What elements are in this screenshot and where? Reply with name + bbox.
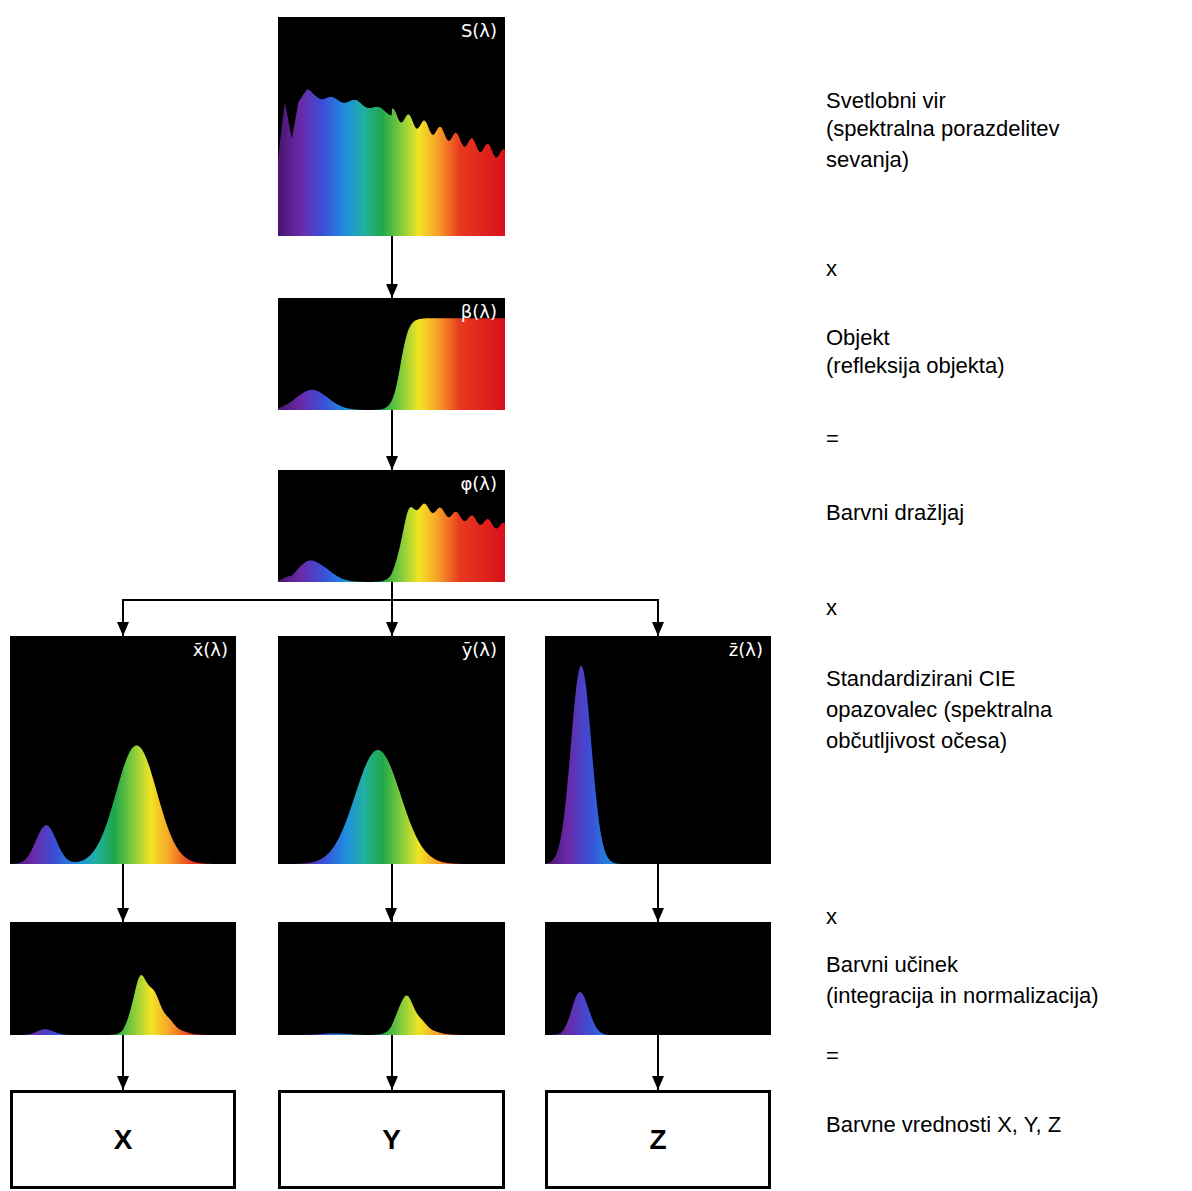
spectrum-panel bbox=[278, 922, 505, 1035]
spectrum-curve bbox=[545, 992, 771, 1035]
arrow-head bbox=[117, 908, 129, 922]
step-description: = bbox=[826, 423, 1126, 454]
spectrum-panel-node: S(λ) bbox=[278, 17, 505, 236]
function-label: ȳ(λ) bbox=[462, 639, 497, 661]
step-description: Objekt bbox=[826, 322, 1126, 353]
panel-ground bbox=[278, 17, 505, 236]
spectrum-curve bbox=[278, 89, 505, 236]
arrow-head bbox=[652, 908, 664, 922]
arrow-head bbox=[385, 908, 397, 922]
panel-ground bbox=[545, 636, 771, 864]
flow-arrow bbox=[391, 236, 393, 298]
value-name: X bbox=[114, 1124, 133, 1156]
spectrum-curve bbox=[545, 666, 771, 864]
value-box: X bbox=[10, 1090, 236, 1189]
step-description: Barvni dražljaj bbox=[826, 497, 1126, 528]
panel-ground bbox=[278, 470, 505, 582]
flow-arrow bbox=[123, 582, 392, 636]
value-name: Y bbox=[382, 1124, 401, 1156]
function-label: φ(λ) bbox=[460, 473, 497, 495]
panel-ground bbox=[278, 922, 505, 1035]
function-label: x̄(λ) bbox=[193, 639, 228, 661]
spectrum-panel bbox=[545, 636, 771, 864]
spectrum-curve bbox=[278, 318, 505, 410]
panel-ground bbox=[10, 922, 236, 1035]
step-description: = bbox=[826, 1040, 1126, 1071]
spectrum-panel bbox=[10, 636, 236, 864]
step-description: Barvne vrednosti X, Y, Z bbox=[826, 1109, 1186, 1140]
spectrum-panel bbox=[545, 922, 771, 1035]
spectrum-panel bbox=[10, 922, 236, 1035]
value-name: Z bbox=[649, 1124, 666, 1156]
function-label: β(λ) bbox=[461, 301, 497, 323]
step-description: (refleksija objekta) bbox=[826, 350, 1126, 381]
function-label: S(λ) bbox=[461, 20, 497, 42]
spectrum-panel-node: ȳ(λ) bbox=[278, 636, 505, 864]
spectrum-curve bbox=[278, 504, 505, 582]
spectrum-panel bbox=[278, 17, 505, 236]
step-description: Standardizirani CIE opazovalec (spektral… bbox=[826, 663, 1126, 756]
panel-ground bbox=[278, 636, 505, 864]
step-description: (spektralna porazdelitev sevanja) bbox=[826, 113, 1126, 175]
spectrum-panel-node: x̄(λ) bbox=[10, 636, 236, 864]
step-description: x bbox=[826, 253, 1126, 284]
panel-ground bbox=[10, 636, 236, 864]
spectrum-curve bbox=[10, 745, 236, 864]
spectrum-panel bbox=[278, 470, 505, 582]
panel-ground bbox=[278, 298, 505, 410]
flow-arrow bbox=[391, 410, 393, 470]
function-label: z̄(λ) bbox=[729, 639, 763, 661]
panel-ground bbox=[545, 922, 771, 1035]
flow-arrow bbox=[392, 582, 658, 636]
step-description: Svetlobni vir bbox=[826, 85, 1126, 116]
spectrum-panel-node: z̄(λ) bbox=[545, 636, 771, 864]
value-box: Y bbox=[278, 1090, 505, 1189]
spectrum-panel-node: φ(λ) bbox=[278, 470, 505, 582]
spectrum-curve bbox=[278, 750, 505, 864]
spectrum-panel-node: β(λ) bbox=[278, 298, 505, 410]
value-box: Z bbox=[545, 1090, 771, 1189]
spectrum-panel bbox=[278, 298, 505, 410]
step-description: (integracija in normalizacija) bbox=[826, 980, 1188, 1011]
step-description: x bbox=[826, 901, 1126, 932]
spectrum-curve bbox=[278, 995, 505, 1035]
step-description: x bbox=[826, 592, 1126, 623]
spectrum-panel bbox=[278, 636, 505, 864]
step-description: Barvni učinek bbox=[826, 949, 1186, 980]
spectrum-curve bbox=[10, 975, 236, 1035]
